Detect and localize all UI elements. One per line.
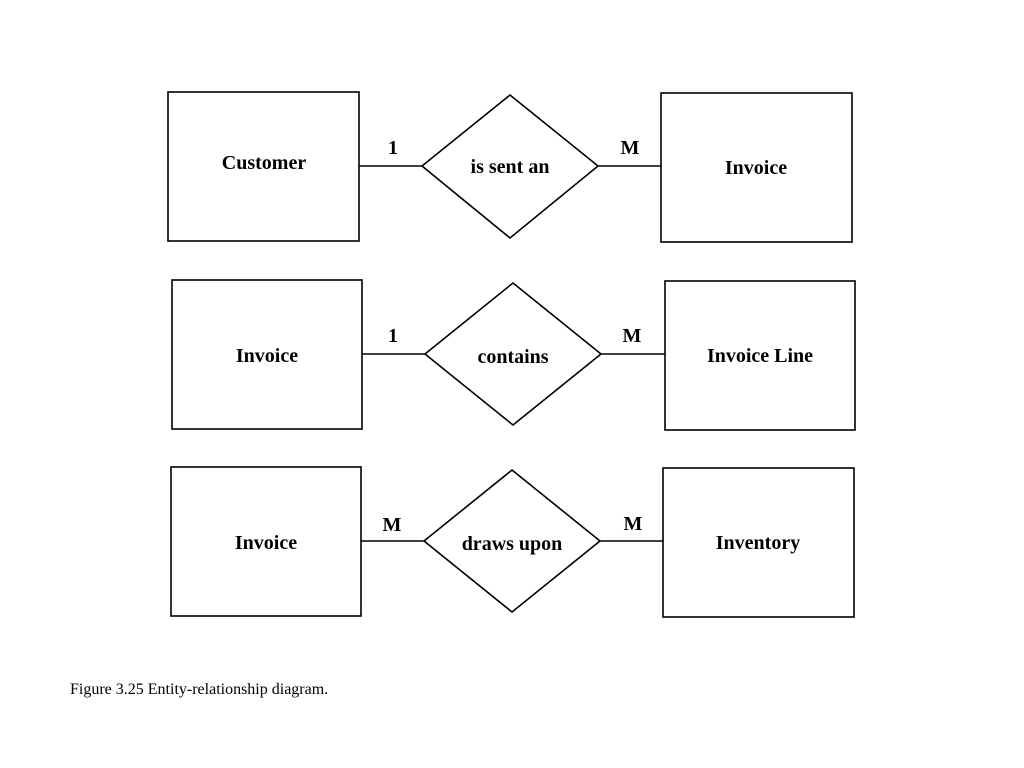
cardinality-left-2: 1 <box>388 325 398 347</box>
relationship-row-1: Customer 1 is sent an M Invoice <box>167 91 853 243</box>
relationship-diamond-is-sent-an <box>420 93 600 240</box>
relationship-diamond-draws-upon <box>422 468 602 614</box>
relationship-diamond-contains <box>423 281 603 427</box>
cardinality-right-3: M <box>624 513 643 535</box>
cardinality-left-3: M <box>383 514 402 536</box>
entity-label-invoice-line: Invoice Line <box>707 345 813 367</box>
relationship-label-contains: contains <box>477 346 548 368</box>
cardinality-left-1: 1 <box>388 137 398 159</box>
relationship-row-2: Invoice 1 contains M Invoice Line <box>171 279 856 431</box>
entity-box-inventory <box>662 467 855 618</box>
entity-box-invoice-line <box>664 280 856 431</box>
entity-label-customer: Customer <box>222 152 307 174</box>
entity-label-invoice-2: Invoice <box>236 345 298 367</box>
entity-label-invoice-1: Invoice <box>725 157 787 179</box>
entity-label-invoice-3: Invoice <box>235 532 297 554</box>
entity-box-invoice-1 <box>660 92 853 243</box>
figure-caption: Figure 3.25 Entity-relationship diagram. <box>70 681 329 698</box>
relationship-label-draws-upon: draws upon <box>462 533 563 555</box>
relationship-row-3: Invoice M draws upon M Inventory <box>170 466 855 618</box>
entity-label-inventory: Inventory <box>716 532 800 554</box>
cardinality-right-1: M <box>621 137 640 159</box>
relationship-label-is-sent-an: is sent an <box>471 156 550 178</box>
cardinality-right-2: M <box>623 325 642 347</box>
